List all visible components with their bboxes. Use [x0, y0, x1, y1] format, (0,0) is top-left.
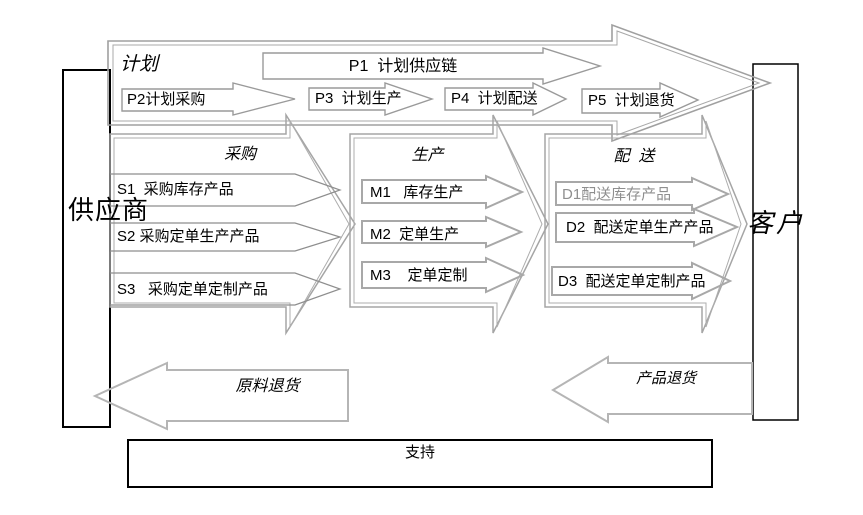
d2-arrow — [555, 207, 740, 248]
p1-arrow — [262, 47, 603, 85]
supplier-box — [62, 69, 111, 428]
s1-label: S1 采购库存产品 — [117, 181, 234, 198]
customer-label: 客户 — [747, 208, 806, 238]
s3-label: S3 采购定单定制产品 — [117, 281, 268, 298]
product-return-label: 产品退货 — [635, 370, 696, 387]
deliver-section-arrow-inner — [548, 120, 742, 328]
plan-band-arrow-inner — [112, 30, 761, 136]
product-return-arrow — [551, 355, 753, 424]
m3-label: M3 定单定制 — [370, 267, 468, 284]
s1-arrow — [109, 173, 342, 207]
material-return-arrow — [92, 361, 349, 431]
p4-arrow — [444, 81, 568, 117]
s2-arrow — [109, 222, 343, 252]
customer-box — [752, 63, 799, 421]
p2-label: P2计划采购 — [127, 91, 206, 108]
p2-arrow — [121, 82, 296, 116]
p4-label: P4 计划配送 — [451, 90, 538, 107]
source-section-arrow-outer — [109, 112, 356, 336]
plan-header-label: 计划 — [120, 54, 159, 75]
d3-label: D3 配送定单定制产品 — [558, 273, 706, 290]
d1-label: D1配送库存产品 — [562, 186, 672, 203]
d1-arrow — [555, 176, 731, 212]
m2-arrow — [361, 215, 524, 249]
p3-arrow — [308, 82, 435, 116]
make-section-arrow-outer — [349, 114, 549, 334]
m2-label: M2 定单生产 — [370, 226, 460, 242]
make-header-label: 生产 — [411, 147, 444, 164]
source-section-arrow-inner — [113, 119, 350, 329]
m1-arrow — [361, 174, 525, 210]
make-section-arrow-inner — [353, 120, 543, 328]
m1-label: M1 库存生产 — [370, 184, 464, 201]
p5-arrow — [581, 81, 700, 119]
source-header-label: 采购 — [223, 146, 256, 163]
m3-arrow — [361, 256, 526, 294]
s2-label: S2 采购定单生产产品 — [117, 228, 260, 245]
support-box — [127, 439, 713, 488]
plan-band-arrow-outer — [107, 23, 773, 143]
deliver-header-label: 配 送 — [613, 148, 655, 165]
d2-label: D2 配送定单生产产品 — [566, 219, 714, 236]
s3-arrow — [109, 272, 342, 306]
material-return-label: 原料退货 — [235, 378, 300, 395]
d3-arrow — [551, 261, 733, 301]
p5-label: P5 计划退货 — [588, 92, 675, 109]
support-label: 支持 — [404, 444, 435, 461]
supplier-label: 供应商 — [68, 195, 150, 225]
p3-label: P3 计划生产 — [315, 90, 402, 107]
p1-label: P1 计划供应链 — [348, 58, 458, 75]
